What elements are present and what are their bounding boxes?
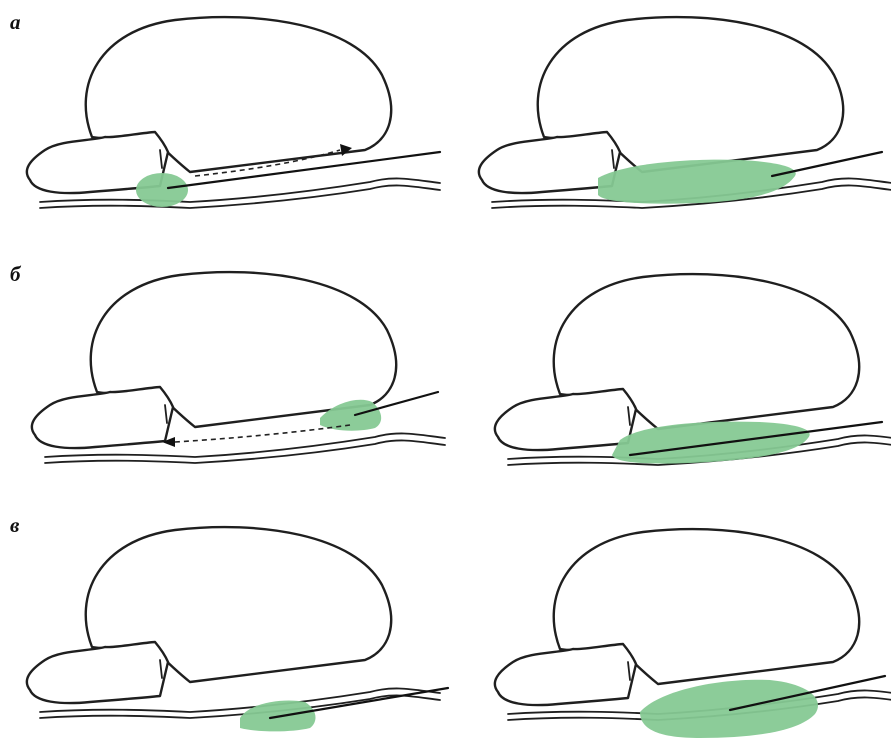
injectate-large bbox=[640, 680, 818, 738]
panel-b-left bbox=[32, 272, 445, 463]
injectate-spread bbox=[612, 422, 810, 464]
panel-a-left bbox=[27, 17, 440, 208]
panel-a-right bbox=[479, 17, 891, 208]
panel-b-right bbox=[495, 274, 891, 465]
panel-c-right bbox=[495, 529, 891, 738]
panel-c-left bbox=[27, 527, 448, 731]
injectate-small bbox=[136, 173, 188, 207]
